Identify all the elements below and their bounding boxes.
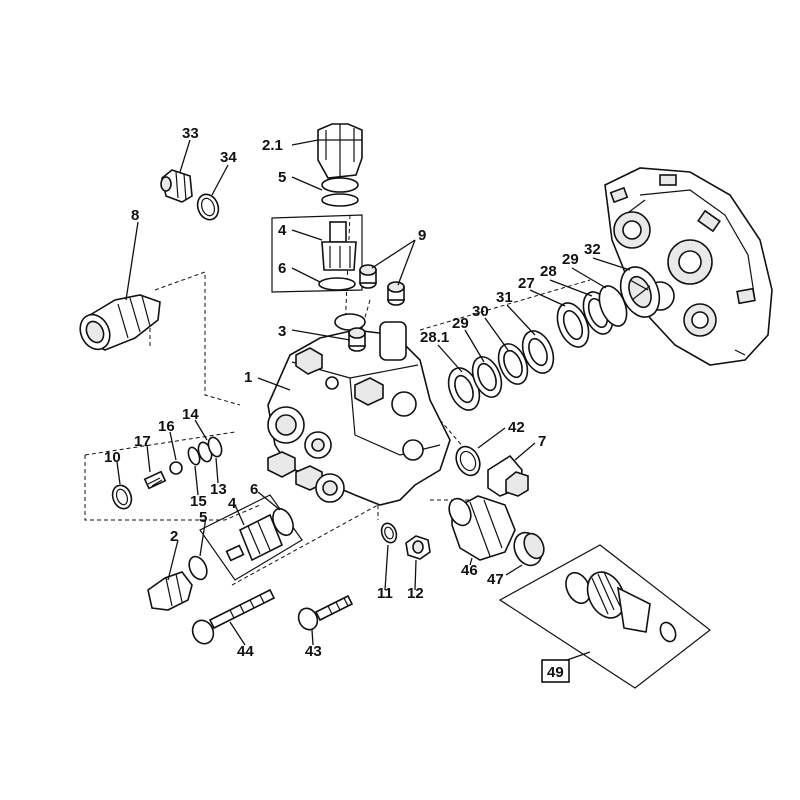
label-44: 44: [237, 643, 254, 660]
lower-valve-frame: [199, 494, 303, 581]
label-7: 7: [538, 433, 546, 450]
part-12-nut: [405, 535, 431, 560]
part-5-oring-upper: [321, 193, 359, 207]
label-4-lower: 4: [228, 495, 237, 512]
label-33: 33: [182, 125, 199, 142]
label-17: 17: [134, 433, 151, 450]
part-8-fitting: [79, 294, 161, 351]
label-42: 42: [508, 419, 525, 436]
part-46-fitting: [448, 495, 516, 561]
part-5-oring-lower: [188, 555, 208, 581]
part-labels: 33 34 8 2.1 5 4 6 9 3 1 28.1 29 30 31 27…: [104, 125, 601, 683]
label-34: 34: [220, 149, 237, 166]
part-7-fitting: [487, 454, 529, 497]
label-47: 47: [487, 571, 504, 588]
part-34-oring: [196, 193, 220, 221]
label-4-upper: 4: [278, 222, 287, 239]
label-6-upper: 6: [278, 260, 286, 277]
part-4-valve-lower: [225, 513, 284, 562]
label-46: 46: [461, 562, 478, 579]
part-6-oring-lower: [272, 507, 294, 537]
part-42-oring: [455, 445, 481, 477]
seal-ring-set: [447, 266, 661, 411]
part-44-bolt: [191, 588, 276, 645]
label-29-upper: 29: [562, 251, 579, 268]
assembly-49-parts: [565, 571, 677, 643]
label-32: 32: [584, 241, 601, 258]
part-4-valve-upper: [321, 221, 357, 271]
label-8: 8: [131, 207, 139, 224]
part-43-bolt: [297, 594, 354, 631]
part-2-1-plug: [317, 123, 363, 193]
part-6-oring-upper: [318, 277, 356, 291]
part-33-plug: [160, 169, 193, 203]
label-31: 31: [496, 289, 513, 306]
part-3-screw: [348, 327, 366, 352]
manifold-body: [267, 313, 451, 506]
label-6-lower: 6: [250, 481, 258, 498]
label-5-lower: 5: [199, 509, 207, 526]
label-12: 12: [407, 585, 424, 602]
label-14: 14: [182, 406, 199, 423]
label-49: 49: [547, 664, 564, 681]
label-13: 13: [210, 481, 227, 498]
label-15: 15: [190, 493, 207, 510]
label-43: 43: [305, 643, 322, 660]
label-2: 2: [170, 528, 178, 545]
label-16: 16: [158, 418, 175, 435]
assembly-49-frame: [498, 544, 711, 689]
label-29-lower: 29: [452, 315, 469, 332]
label-9: 9: [418, 227, 426, 244]
label-11: 11: [377, 585, 393, 602]
part-11-washer: [380, 522, 398, 544]
label-27: 27: [518, 275, 535, 292]
label-30: 30: [472, 303, 489, 320]
label-2-1: 2.1: [262, 137, 283, 154]
leader-lines: [116, 139, 631, 661]
upper-valve-frame: [271, 214, 363, 293]
part-2-plug-lower: [147, 571, 193, 611]
label-49-box: [541, 659, 570, 683]
part-9-screws: [359, 264, 405, 306]
part-47-ring: [513, 531, 545, 567]
label-28: 28: [540, 263, 557, 280]
label-3: 3: [278, 323, 286, 340]
label-1: 1: [244, 369, 252, 386]
left-valve-parts: [111, 436, 223, 510]
label-10: 10: [104, 449, 121, 466]
drive-flange: [604, 167, 773, 366]
label-5-upper: 5: [278, 169, 286, 186]
label-28-1: 28.1: [420, 329, 449, 346]
